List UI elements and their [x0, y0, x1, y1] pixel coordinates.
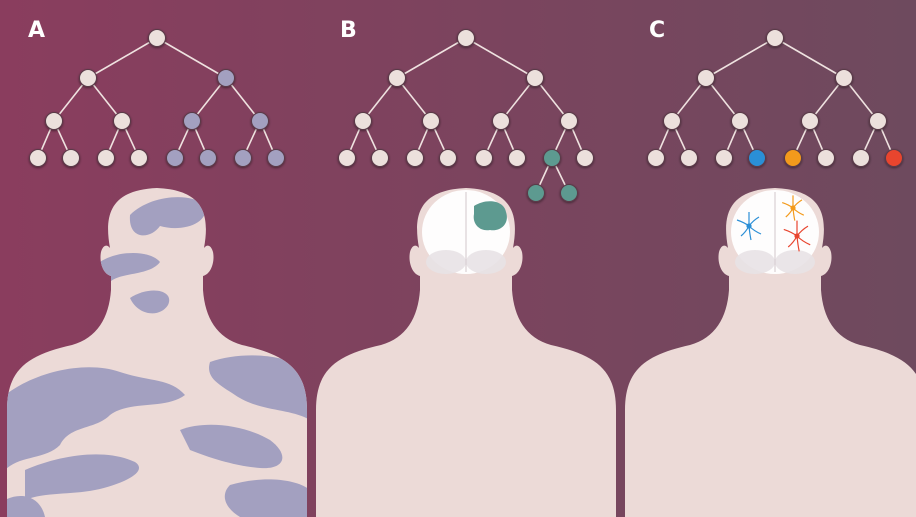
- tree-node: [648, 150, 665, 167]
- tree-node: [440, 150, 457, 167]
- tree-node: [509, 150, 526, 167]
- tree-node: [149, 30, 166, 47]
- tree-node: [561, 185, 578, 202]
- tree-node: [98, 150, 115, 167]
- tree-node: [339, 150, 356, 167]
- tree-node: [698, 70, 715, 87]
- tree-node: [716, 150, 733, 167]
- tree-node: [389, 70, 406, 87]
- panel-label-c: C: [649, 18, 665, 43]
- tree-node: [218, 70, 235, 87]
- tree-node: [493, 113, 510, 130]
- tree-node: [528, 185, 545, 202]
- tree-node: [458, 30, 475, 47]
- tree-node: [870, 113, 887, 130]
- mosaic-patch: [225, 479, 310, 517]
- tree-node: [235, 150, 252, 167]
- tree-node: [184, 113, 201, 130]
- tree-node: [527, 70, 544, 87]
- tree-node: [767, 30, 784, 47]
- tree-node: [785, 150, 802, 167]
- tree-node: [30, 150, 47, 167]
- panel-label-a: A: [28, 18, 45, 43]
- tree-node: [268, 150, 285, 167]
- tree-node: [46, 113, 63, 130]
- tree-node: [372, 150, 389, 167]
- tree-node: [749, 150, 766, 167]
- tree-node: [681, 150, 698, 167]
- tree-node: [252, 113, 269, 130]
- tree-node: [63, 150, 80, 167]
- tree-node: [114, 113, 131, 130]
- tree-node: [544, 150, 561, 167]
- clone-lesion: [474, 201, 507, 230]
- tree-node: [886, 150, 903, 167]
- tree-node: [836, 70, 853, 87]
- panel-label-b: B: [340, 18, 357, 43]
- tree-node: [355, 113, 372, 130]
- tree-node: [577, 150, 594, 167]
- tree-node: [561, 113, 578, 130]
- tree-node: [407, 150, 424, 167]
- tree-node: [802, 113, 819, 130]
- tree-node: [167, 150, 184, 167]
- tree-node: [732, 113, 749, 130]
- tree-node: [818, 150, 835, 167]
- tree-node: [476, 150, 493, 167]
- tree-node: [664, 113, 681, 130]
- tree-node: [80, 70, 97, 87]
- tree-node: [853, 150, 870, 167]
- tree-node: [200, 150, 217, 167]
- tree-node: [131, 150, 148, 167]
- brain-icon: [731, 190, 819, 274]
- tree-node: [423, 113, 440, 130]
